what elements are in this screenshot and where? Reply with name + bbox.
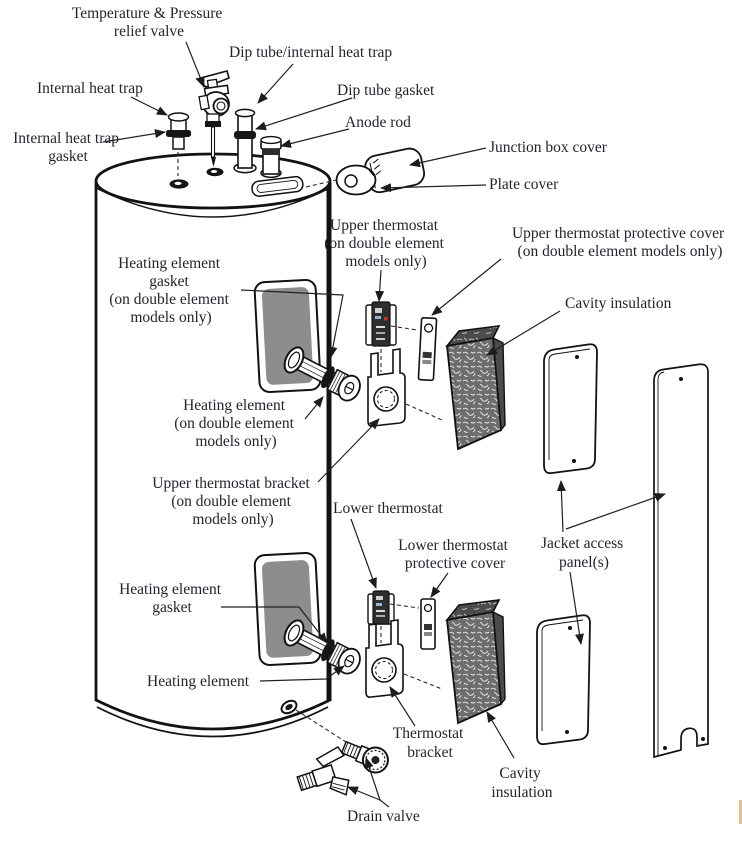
junction-box-slot bbox=[251, 175, 304, 197]
label-upper-thermostat: Upper thermostat (on double element mode… bbox=[324, 217, 448, 270]
label-drain-valve: Drain valve bbox=[347, 808, 420, 825]
label-dip-tube-internal-heat-trap: Dip tube/internal heat trap bbox=[229, 44, 392, 61]
upper-thermostat-bracket-part bbox=[367, 348, 406, 427]
tp-relief-valve-part bbox=[195, 70, 230, 167]
lower-thermostat-part bbox=[367, 590, 395, 625]
label-lower-thermostat: Lower thermostat bbox=[333, 500, 443, 517]
label-internal-heat-trap-gasket: Internal heat trap gasket bbox=[13, 130, 123, 165]
label-heating-element-gasket-lower: Heating element gasket bbox=[119, 581, 225, 616]
thermostat-bracket-part bbox=[365, 619, 404, 698]
label-upper-thermostat-bracket: Upper thermostat bracket (on double elem… bbox=[152, 475, 313, 528]
lower-thermostat-protective-cover-part bbox=[420, 598, 436, 650]
page-edge-mark bbox=[739, 800, 742, 824]
drain-valve-angled-part bbox=[296, 745, 350, 796]
cavity-insulation-lower-part bbox=[445, 599, 506, 725]
drain-opening bbox=[280, 699, 298, 715]
leader-lines bbox=[102, 41, 666, 808]
label-plate-cover: Plate cover bbox=[489, 176, 559, 193]
heating-element-upper-part bbox=[283, 346, 361, 402]
label-thermostat-bracket: Thermostat bracket bbox=[393, 725, 467, 761]
jacket-access-panel-upper bbox=[543, 343, 598, 475]
label-cavity-insulation-upper: Cavity insulation bbox=[565, 295, 672, 312]
label-internal-heat-trap: Internal heat trap bbox=[37, 80, 143, 97]
tank-top-openings bbox=[169, 162, 304, 197]
dip-tube-part bbox=[234, 108, 256, 169]
jacket-access-panel-lower bbox=[536, 614, 591, 746]
label-heating-element-gasket-upper: Heating element gasket (on double elemen… bbox=[109, 255, 233, 326]
labels: Temperature & Pressure relief valve Dip … bbox=[13, 5, 728, 825]
label-upper-thermostat-protective-cover: Upper thermostat protective cover (on do… bbox=[512, 225, 728, 260]
plate-cover-part bbox=[335, 164, 377, 196]
label-heating-element-upper: Heating element (on double element model… bbox=[174, 397, 298, 450]
label-temperature-pressure-relief-valve: Temperature & Pressure relief valve bbox=[72, 5, 226, 40]
drain-valve-straight-part bbox=[340, 740, 389, 774]
heating-element-lower-part bbox=[283, 619, 361, 675]
upper-thermostat-protective-cover-part bbox=[417, 316, 438, 382]
upper-thermostat-part bbox=[365, 301, 397, 347]
assembly-alignment-dashes bbox=[177, 152, 443, 743]
label-jacket-access-panels: Jacket access panel(s) bbox=[541, 535, 627, 571]
label-cavity-insulation-lower: Cavity insulation bbox=[491, 765, 552, 801]
anode-rod-part bbox=[260, 135, 282, 175]
internal-heat-trap-part bbox=[166, 112, 191, 150]
label-dip-tube-gasket: Dip tube gasket bbox=[337, 82, 435, 99]
label-anode-rod: Anode rod bbox=[345, 114, 411, 131]
label-lower-thermostat-protective-cover: Lower thermostat protective cover bbox=[398, 537, 512, 572]
label-junction-box-cover: Junction box cover bbox=[489, 139, 608, 156]
label-heating-element-lower: Heating element bbox=[147, 673, 250, 690]
cavity-insulation-upper-part bbox=[445, 325, 506, 451]
jacket-panel-tall bbox=[653, 363, 709, 759]
